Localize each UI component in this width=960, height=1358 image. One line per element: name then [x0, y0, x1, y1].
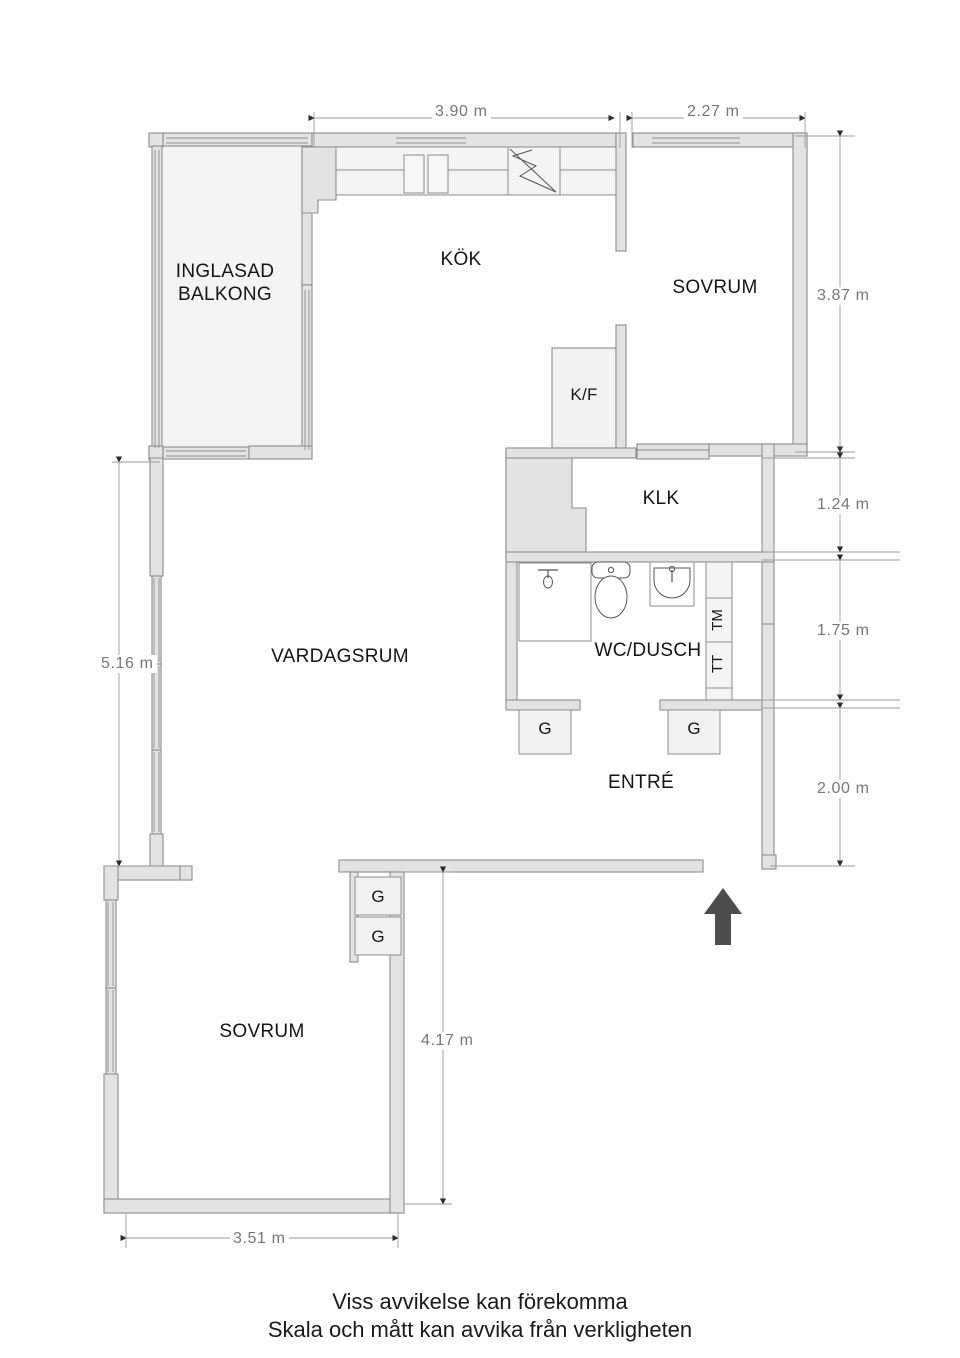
- wall-hall-right-foot: [761, 854, 777, 870]
- shower-tray: [518, 562, 592, 642]
- toilet-bowl: [594, 575, 628, 619]
- wall-lower-bedroom-top-right: [179, 865, 193, 881]
- wall-hall-right: [761, 623, 775, 870]
- dim-label-bedroom-lower-depth: 4.17 m: [418, 1032, 477, 1050]
- wall-lower-bedroom-left-bottom: [103, 1073, 119, 1214]
- wall-top-balcony-glass: [162, 132, 313, 147]
- wall-lower-bedroom-top: [111, 865, 181, 881]
- wall-bedroom-top-right: [792, 132, 808, 456]
- dim-label-bathroom-depth: 1.75 m: [814, 622, 873, 640]
- wall-living-window-1: [151, 575, 162, 665]
- dim-label-bedroom-top-width: 2.27 m: [684, 103, 743, 121]
- shower-head-icon: [538, 569, 558, 578]
- closet-boxes: [354, 709, 721, 956]
- dim-label-hall-depth: 2.00 m: [814, 780, 873, 798]
- basin-tap-icon: [668, 565, 676, 573]
- wall-balcony-glass-right-lower: [301, 284, 313, 454]
- laundry-column: [705, 561, 733, 701]
- stove-zigzag-icon: [509, 148, 557, 193]
- wall-lower-bedroom-window-2: [105, 987, 117, 1075]
- wall-bath-bottom-right: [659, 699, 775, 711]
- wall-lower-bedroom-left-top: [103, 865, 119, 901]
- wall-bath-bottom-left: [505, 699, 581, 711]
- wall-living-left-upper: [149, 457, 164, 577]
- wall-lower-bedroom-window-1: [105, 899, 117, 989]
- room-floors: [112, 133, 803, 1213]
- wall-living-window-3: [151, 749, 162, 835]
- wall-lower-bedroom-right: [389, 871, 405, 1214]
- closet-label-bath-right: G: [687, 719, 701, 738]
- wall-klk-top-right: [636, 449, 710, 460]
- cabinet-fridge-freezer: [551, 347, 617, 449]
- wall-bedroom-hall-divider: [761, 443, 775, 625]
- wall-top-bedroom: [632, 132, 808, 148]
- bathroom-fixtures: [518, 561, 733, 701]
- dim-label-kitchen-width: 3.90 m: [432, 103, 491, 121]
- window-glazing: [107, 137, 740, 1072]
- closet-box-bath-left: [518, 709, 572, 755]
- wall-kitchen-bedroom-partition: [615, 132, 627, 252]
- appliance-label-tumble-dryer: TT: [709, 654, 726, 674]
- dimension-lines: [104, 112, 900, 1248]
- dim-label-livingroom-depth: 5.16 m: [98, 655, 157, 673]
- dim-label-walkin-depth: 1.24 m: [814, 496, 873, 514]
- wall-top-kitchen: [311, 132, 617, 148]
- sink-basin-right: [427, 154, 449, 194]
- floor-bedroom-top: [637, 133, 803, 455]
- wall-kf-bottom: [505, 447, 637, 459]
- wall-lower-bedroom-bottom: [103, 1198, 405, 1214]
- wall-top-outer-left: [148, 132, 164, 148]
- wall-klk-bath-divider: [505, 551, 775, 563]
- sink-basin-left: [403, 154, 425, 194]
- closet-box-bath-right: [667, 709, 721, 755]
- wall-living-left-lower: [149, 833, 164, 871]
- wall-living-window-2: [151, 663, 162, 751]
- wall-balcony-bottom-right: [248, 445, 313, 460]
- entrance-arrow-group: [704, 888, 742, 945]
- dim-label-bedroom-lower-width: 3.51 m: [230, 1230, 289, 1248]
- basin-bowl: [653, 567, 691, 599]
- wall-hall-bottom: [338, 859, 704, 873]
- floor-kitchen-living: [162, 133, 616, 868]
- wall-balcony-bottom-glass: [162, 446, 250, 460]
- footer-note-line-2: Skala och mått kan avvika från verklighe…: [267, 1317, 693, 1342]
- dim-label-bedroom-top-depth: 3.87 m: [814, 287, 873, 305]
- appliance-label-washing-machine: TM: [709, 609, 726, 631]
- footer-note-line-1: Viss avvikelse kan förekomma: [332, 1289, 628, 1314]
- toilet-flush-button-icon: [607, 566, 615, 574]
- closet-box-hall-lower: [354, 916, 402, 956]
- wall-bedroom-top-bottom-right: [708, 443, 808, 457]
- wall-balcony-glass-left: [151, 145, 163, 452]
- closet-label-hall-upper: G: [371, 887, 385, 906]
- closet-label-bath-left: G: [538, 719, 552, 738]
- closet-box-hall-upper: [354, 876, 402, 916]
- wall-kf-right-stub: [615, 324, 627, 449]
- kitchen-counter: [335, 146, 617, 196]
- floor-balcony: [160, 133, 312, 458]
- entrance-arrow-icon: [704, 888, 742, 945]
- counter-run: [335, 146, 617, 196]
- closet-label-hall-lower: G: [371, 927, 385, 946]
- shower-drain-icon: [543, 575, 553, 589]
